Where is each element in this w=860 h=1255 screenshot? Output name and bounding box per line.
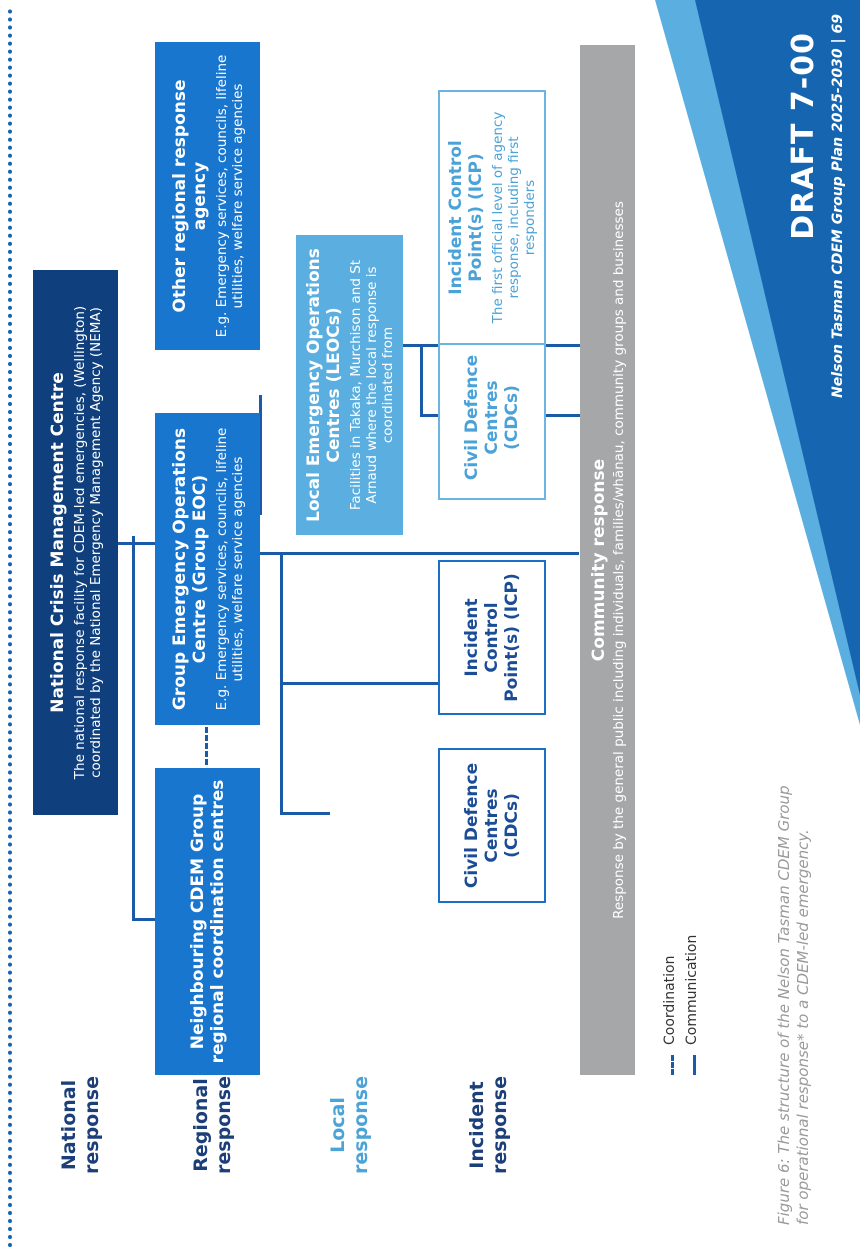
page-footer: Nelson Tasman CDEM Group Plan 2025-2030 … <box>830 14 846 398</box>
draft-label: DRAFT 7-00 <box>786 32 821 240</box>
banner-dark-band <box>695 0 860 695</box>
